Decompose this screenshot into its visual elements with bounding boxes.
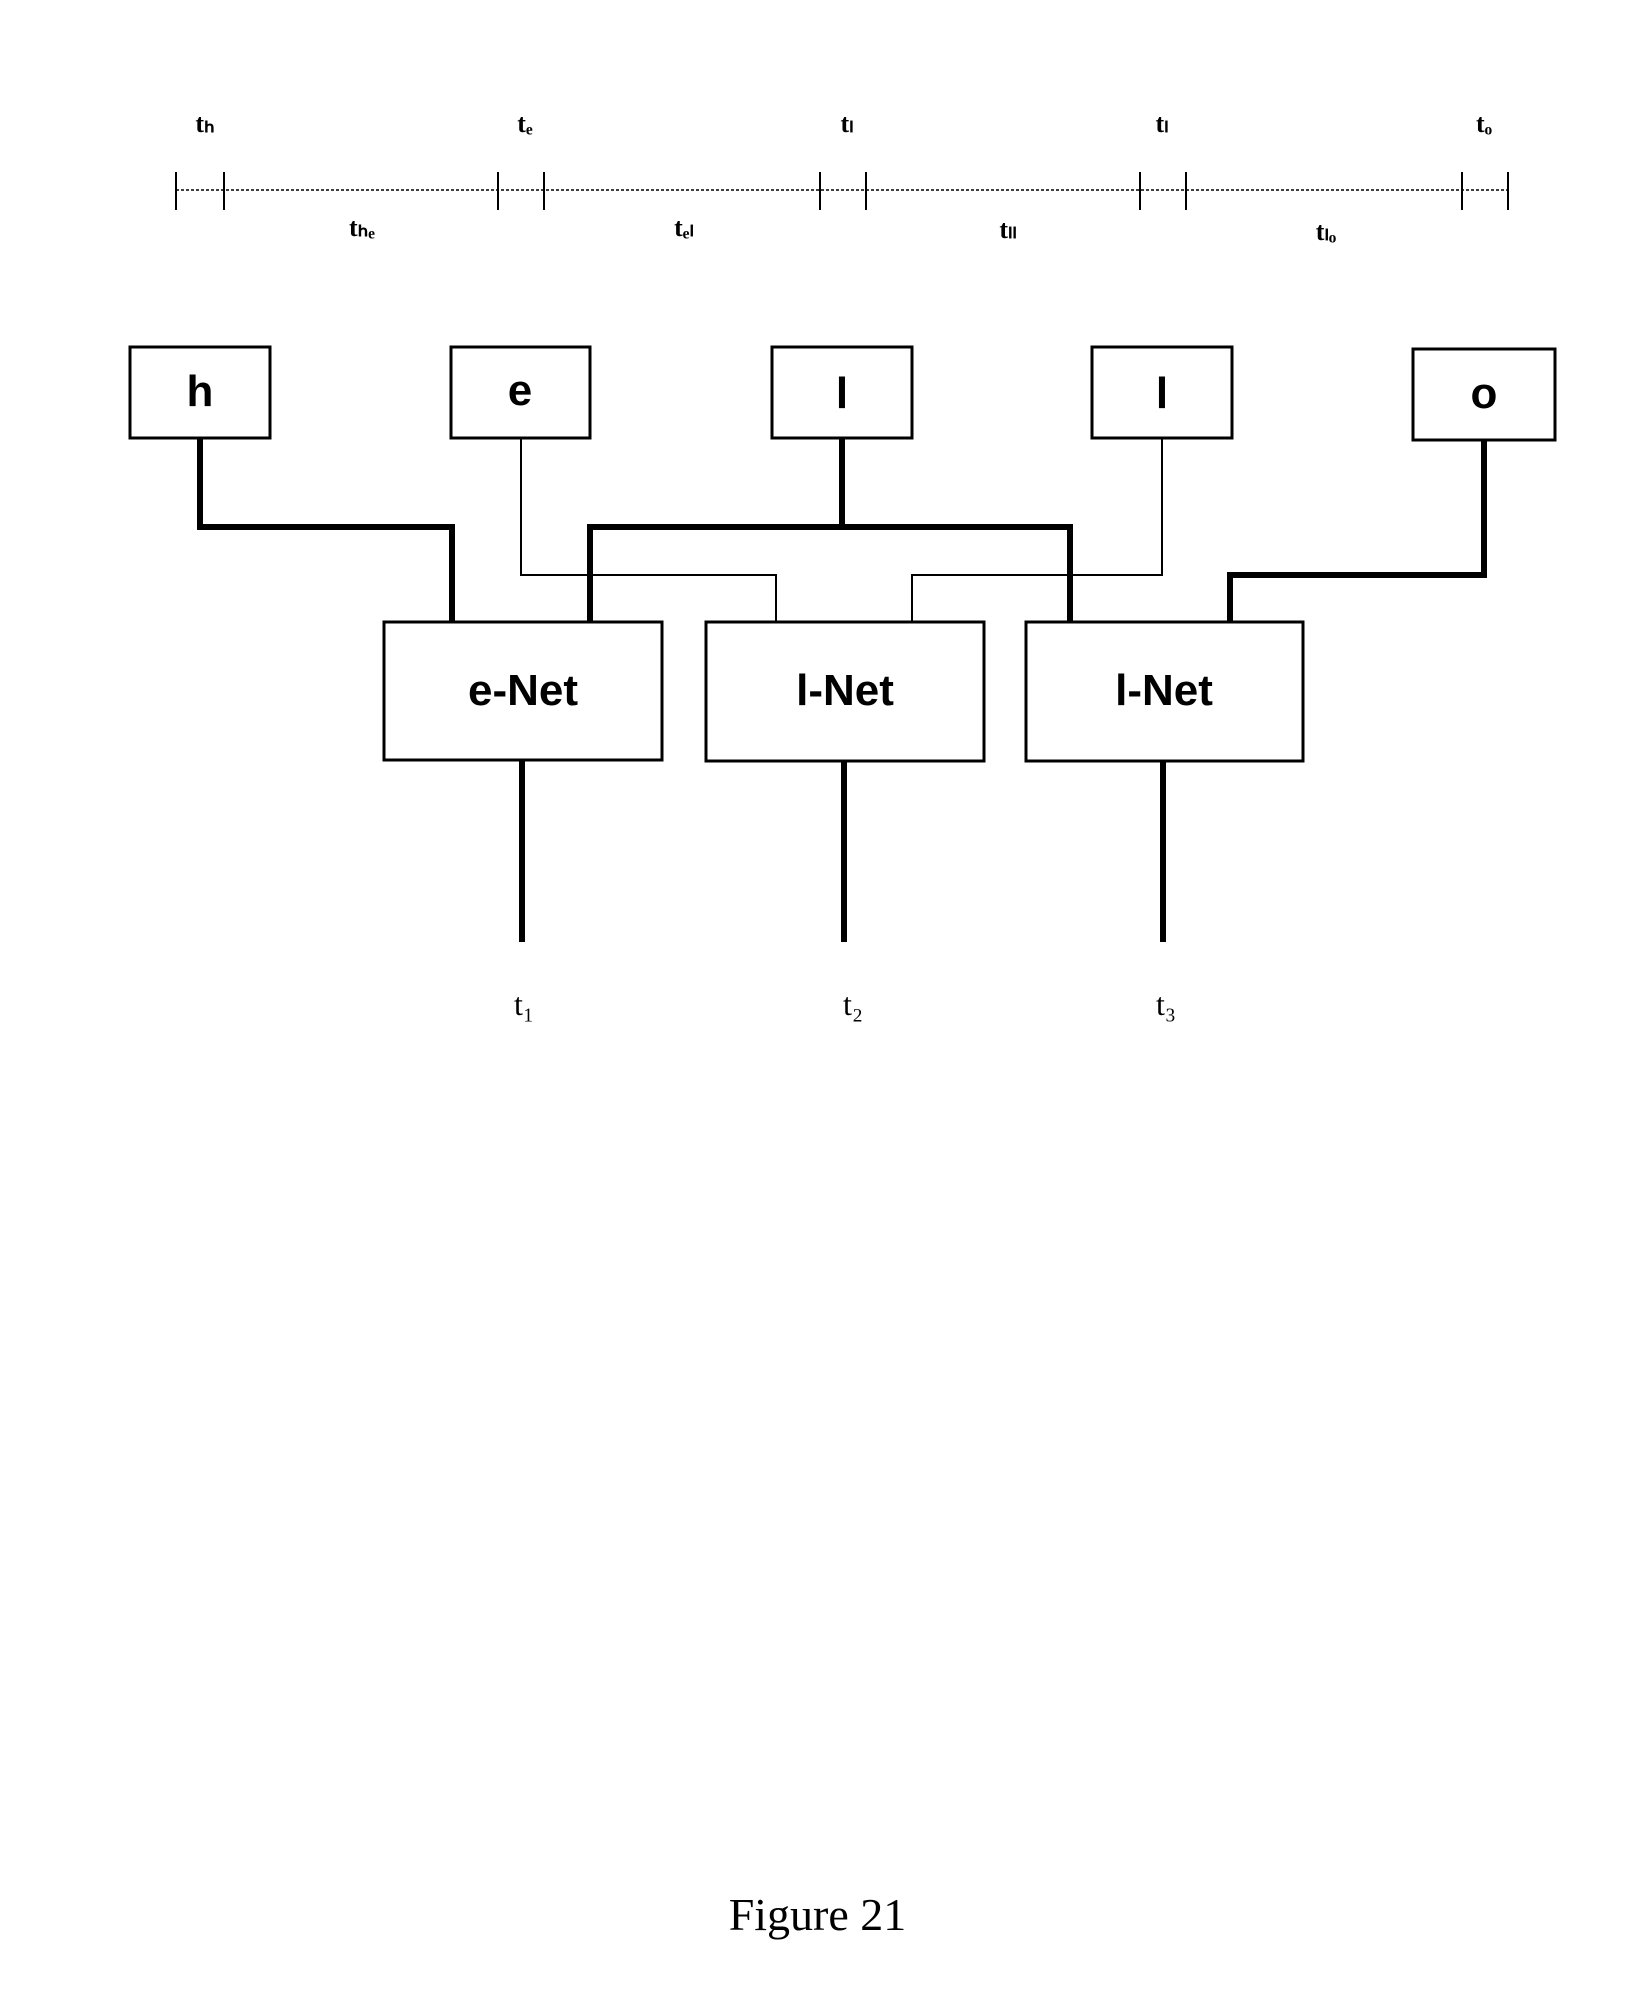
timeline-top-label: tₑ	[517, 109, 533, 138]
char-box-o: o	[1413, 349, 1555, 440]
timeline: tₕ tₑ tₗ tₗ tₒ tₕₑ tₑₗ tₗₗ tₗₒ	[176, 109, 1508, 246]
timeline-bottom-label: tₕₑ	[349, 213, 375, 242]
net-box-l: l-Net	[706, 622, 984, 761]
timeline-top-label: tₗ	[1156, 109, 1169, 138]
char-box-e: e	[451, 347, 590, 438]
timeline-top-label: tₒ	[1476, 109, 1493, 138]
timeline-top-label: tₗ	[841, 109, 854, 138]
timeline-bottom-label: tₑₗ	[674, 213, 694, 242]
connector-o-to-l-net	[1230, 440, 1484, 623]
output-label: t₂	[843, 986, 863, 1022]
char-label: e	[508, 366, 532, 415]
connector-h-to-e-net	[200, 437, 452, 623]
char-box-l: l	[1092, 347, 1232, 438]
output-label: t₃	[1156, 986, 1176, 1022]
figure-caption: Figure 21	[0, 1888, 1635, 1941]
net-label: l-Net	[796, 666, 894, 715]
output-label: t₁	[514, 986, 534, 1022]
timeline-bottom-label: tₗₒ	[1316, 217, 1337, 246]
char-label: l	[1156, 369, 1168, 418]
net-label: l-Net	[1115, 666, 1213, 715]
timeline-bottom-label: tₗₗ	[999, 215, 1016, 244]
char-label: h	[187, 367, 214, 416]
timeline-top-label: tₕ	[195, 109, 214, 138]
char-box-l: l	[772, 347, 912, 438]
char-label: o	[1471, 369, 1498, 418]
char-box-h: h	[130, 347, 270, 438]
char-label: l	[836, 369, 848, 418]
net-box-l: l-Net	[1026, 622, 1303, 761]
net-box-e: e-Net	[384, 622, 662, 760]
net-label: e-Net	[468, 666, 578, 715]
